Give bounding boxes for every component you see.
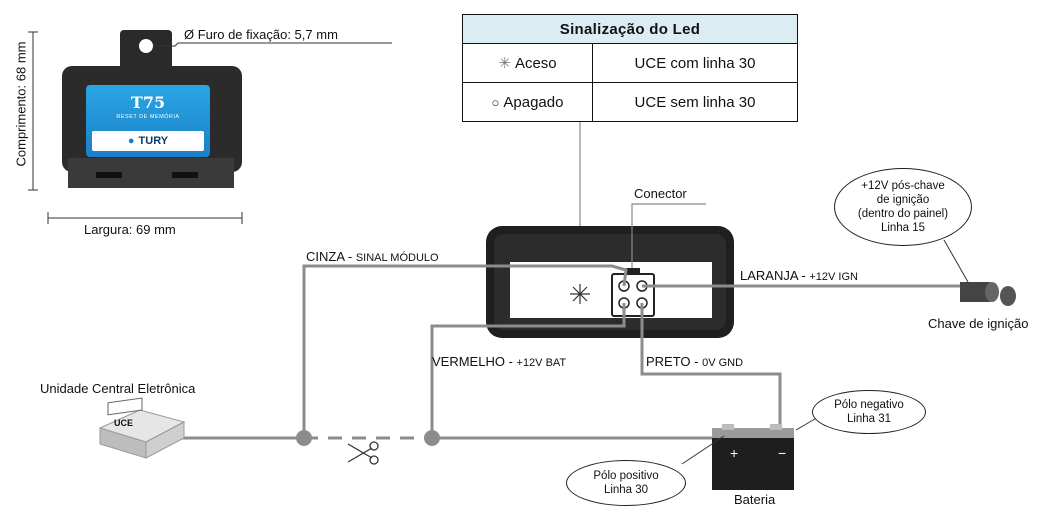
callout-line: (dentro do painel) <box>857 208 949 220</box>
wire-vermelho <box>430 303 626 438</box>
dimension-lines <box>28 31 392 224</box>
callout-line: Pólo positivo <box>593 470 659 482</box>
table-row: ✳ Aceso UCE com linha 30 <box>463 44 797 83</box>
ignition-callout: +12V pós-chave de ignição (dentro do pai… <box>834 168 972 246</box>
panel-device <box>486 226 734 338</box>
led-on-icon: ✳ <box>498 55 511 72</box>
wire-signal: +12V IGN <box>809 271 858 283</box>
ecu-badge: UCE <box>114 418 134 428</box>
callout-line: Linha 31 <box>846 413 892 425</box>
wire-preto <box>640 303 782 432</box>
wire-signal: +12V BAT <box>516 357 567 369</box>
connector-label: Conector <box>634 186 687 201</box>
state-label: Aceso <box>514 54 557 72</box>
flame-icon: ● <box>127 135 135 147</box>
wire-name: PRETO - <box>646 354 703 369</box>
brand-badge: ● TURY <box>92 131 204 151</box>
table-title: Sinalização do Led <box>463 15 797 44</box>
state-label: Apagado <box>503 93 564 111</box>
callout-line: Linha 15 <box>880 222 926 234</box>
wire-name: CINZA - <box>306 249 356 264</box>
wire-label-laranja: LARANJA - +12V IGN <box>740 268 858 283</box>
led-star-icon <box>570 284 590 304</box>
splice-dot-right <box>424 430 440 446</box>
wire-label-cinza: CINZA - SINAL MÓDULO <box>306 249 439 264</box>
wire-name: LARANJA - <box>740 268 810 283</box>
state-cell: ✳ Aceso <box>463 44 593 82</box>
ecu-label: Unidade Central Eletrônica <box>40 381 196 396</box>
hole-label: Ø Furo de fixação: 5,7 mm <box>184 27 338 42</box>
meaning-cell: UCE sem linha 30 <box>634 93 756 111</box>
wire-label-vermelho: VERMELHO - +12V BAT <box>432 354 566 369</box>
table-row: ○ Apagado UCE sem linha 30 <box>463 83 797 121</box>
wire-label-preto: PRETO - 0V GND <box>646 354 743 369</box>
ignition-key-label: Chave de ignição <box>928 316 1029 331</box>
positive-pole-callout: Pólo positivo Linha 30 <box>566 460 686 506</box>
connector-pointer <box>631 203 706 268</box>
callout-line: +12V pós-chave <box>861 180 945 192</box>
ecu-device <box>98 397 186 459</box>
scissors-icon <box>347 441 379 465</box>
led-off-icon: ○ <box>491 94 500 110</box>
wire-signal: 0V GND <box>702 357 744 369</box>
svg-text:+: + <box>730 445 738 461</box>
callout-line: Pólo negativo <box>834 399 904 411</box>
brand-name: TURY <box>138 135 169 147</box>
state-cell: ○ Apagado <box>463 83 593 121</box>
module-model: T75 <box>130 93 166 112</box>
wire-signal: SINAL MÓDULO <box>355 252 439 264</box>
svg-text:−: − <box>778 445 786 461</box>
length-label: Comprimento: 68 mm <box>13 41 29 167</box>
wire-name: VERMELHO - <box>432 354 517 369</box>
negative-pole-callout: Pólo negativo Linha 31 <box>812 390 926 434</box>
module-label: T75 RESET DE MEMÓRIA ● TURY <box>86 85 210 157</box>
callout-line: de ignição <box>876 194 930 206</box>
splice-dot-left <box>296 430 312 446</box>
module-subtitle: RESET DE MEMÓRIA <box>116 114 180 120</box>
battery-device: + − <box>712 424 794 490</box>
led-signal-table: Sinalização do Led ✳ Aceso UCE com linha… <box>462 14 798 122</box>
wire-cinza <box>302 264 628 438</box>
callout-line: Linha 30 <box>603 484 649 496</box>
meaning-cell: UCE com linha 30 <box>634 54 756 72</box>
ignition-key-icon <box>960 282 1016 306</box>
battery-label: Bateria <box>734 492 776 507</box>
wires <box>178 264 960 440</box>
width-label: Largura: 69 mm <box>84 222 176 237</box>
